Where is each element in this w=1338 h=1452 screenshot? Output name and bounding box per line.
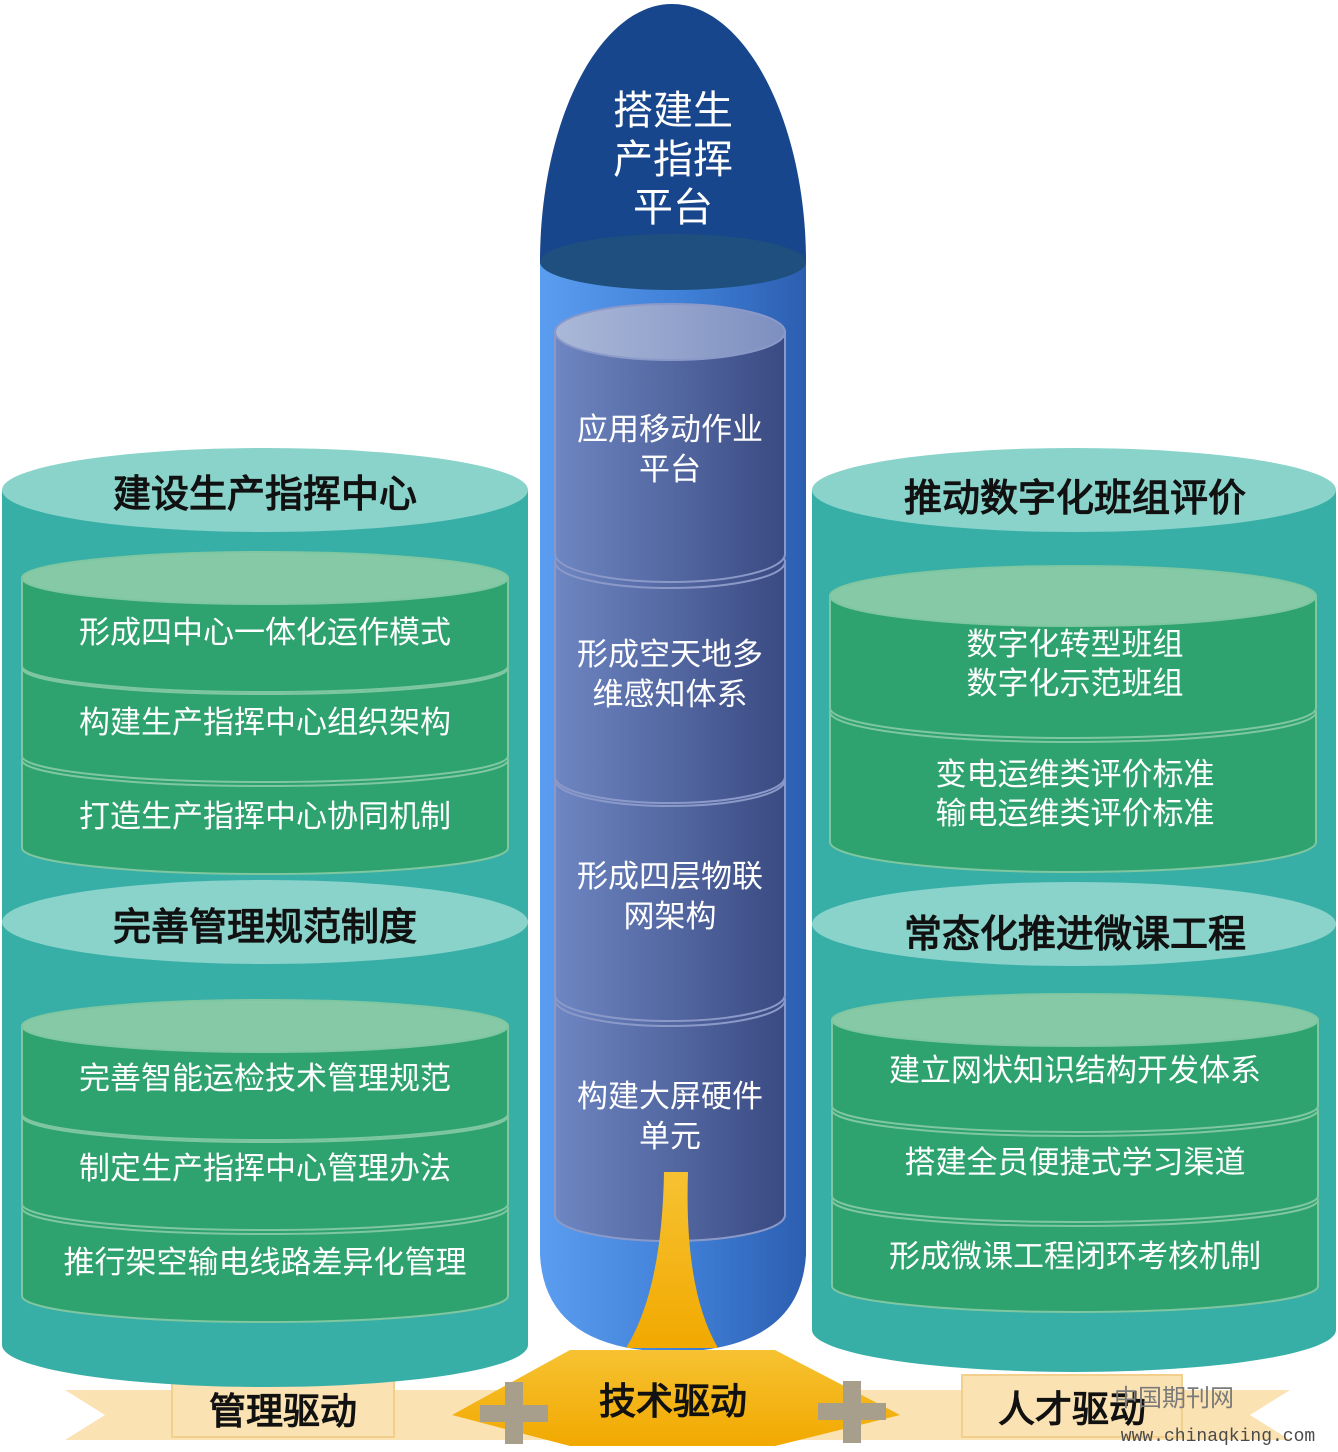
plus-icon-left (480, 1382, 548, 1444)
right-bottom-cyl-1 (831, 993, 1319, 1133)
center-item-4: 构建大屏硬件 单元 (577, 1078, 763, 1155)
center-item-2: 形成空天地多 维感知体系 (577, 636, 763, 713)
left-bottom-title: 完善管理规范制度 (112, 904, 417, 949)
center-item-3: 形成四层物联 网架构 (577, 858, 763, 935)
technology-drive-label: 技术驱动 (599, 1380, 747, 1423)
watermark-site-name: 中国期刊网 (1114, 1383, 1234, 1412)
left-top-item-1: 形成四中心一体化运作模式 (79, 614, 451, 651)
talent-tag-box (961, 1374, 1183, 1438)
right-top-title: 推动数字化班组评价 (903, 475, 1246, 520)
center-title: 搭建生 产指挥 平台 (613, 87, 733, 232)
watermark-url: www.chinaqking.com (1120, 1427, 1316, 1447)
technology-hexagon (452, 1350, 900, 1446)
right-top-item-2: 变电运维类评价标准 输电运维类评价标准 (935, 757, 1215, 832)
left-top-title: 建设生产指挥中心 (112, 471, 417, 516)
left-bottom-item-3: 推行架空输电线路差异化管理 (63, 1244, 467, 1281)
right-bottom-title: 常态化推进微课工程 (903, 911, 1246, 956)
right-top-cyl-1 (829, 565, 1317, 739)
left-top-cyl-1 (21, 551, 509, 693)
right-bottom-item-1: 建立网状知识结构开发体系 (889, 1052, 1261, 1089)
center-cyl-1 (554, 303, 786, 583)
left-top-item-2: 构建生产指挥中心组织架构 (79, 704, 451, 741)
management-tag-box (171, 1376, 395, 1438)
torch-stem (626, 1172, 718, 1348)
right-bottom-item-3: 形成微课工程闭环考核机制 (889, 1238, 1261, 1275)
right-top-item-1: 数字化转型班组 数字化示范班组 (966, 627, 1184, 702)
management-drive-label: 管理驱动 (209, 1390, 357, 1433)
left-top-item-3: 打造生产指挥中心协同机制 (79, 798, 451, 835)
left-bottom-cyl-1 (21, 999, 509, 1141)
right-bottom-item-2: 搭建全员便捷式学习渠道 (904, 1144, 1246, 1181)
left-bottom-item-1: 完善智能运检技术管理规范 (79, 1060, 451, 1097)
left-bottom-item-2: 制定生产指挥中心管理办法 (79, 1150, 451, 1187)
plus-icon-right (818, 1381, 886, 1443)
center-item-1: 应用移动作业 平台 (577, 411, 763, 488)
talent-drive-label: 人才驱动 (998, 1388, 1146, 1431)
